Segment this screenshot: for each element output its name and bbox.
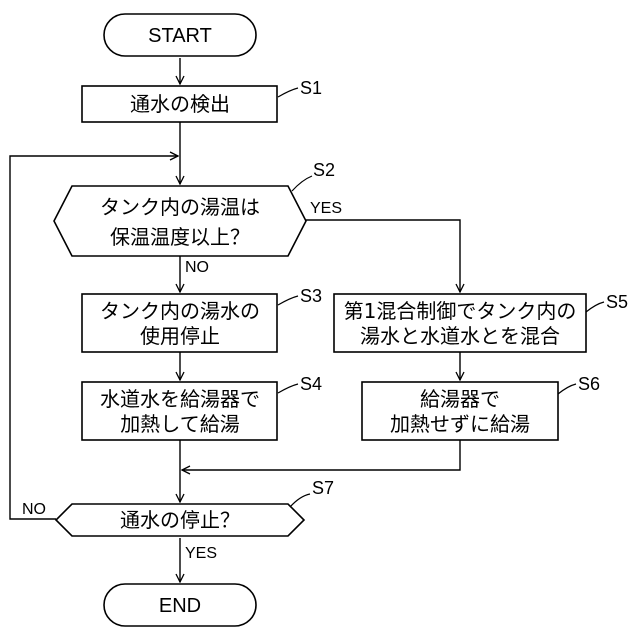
s7-leader [290, 494, 310, 507]
s6-leader [558, 384, 576, 394]
start-label: START [148, 25, 212, 47]
s2-text-line1: タンク内の湯温は [100, 195, 260, 219]
arrow-s6-merge [182, 440, 460, 470]
s4-leader [278, 384, 298, 393]
s5-text-line1: 第1混合制御でタンク内の [344, 299, 577, 323]
s4-text-line2: 加熱して給湯 [120, 412, 239, 436]
s5-leader [586, 302, 604, 312]
s2-text-line2: 保温温度以上？ [110, 225, 250, 249]
s7-no-label: NO [22, 501, 46, 518]
s6-text-line2: 加熱せずに給湯 [390, 412, 530, 436]
s5-step-label: S5 [606, 292, 628, 312]
s6-text-line1: 給湯器で [420, 387, 500, 411]
s3-text-line1: タンク内の湯水の [100, 299, 260, 323]
s2-step-label: S2 [313, 160, 335, 180]
s1-step-label: S1 [300, 78, 322, 98]
s4-step-label: S4 [300, 374, 322, 394]
s4-text-line1: 水道水を給湯器で [100, 387, 260, 411]
s7-text: 通水の停止？ [120, 508, 240, 532]
s3-leader [278, 296, 298, 305]
s2-yes-label: YES [310, 200, 342, 217]
s7-yes-label: YES [185, 545, 217, 562]
s3-text-line2: 使用停止 [140, 324, 220, 348]
s2-leader [292, 176, 312, 191]
s7-step-label: S7 [312, 478, 334, 498]
s3-step-label: S3 [300, 286, 322, 306]
arrow-s2-yes-to-s5 [306, 220, 460, 292]
s5-text-line2: 湯水と水道水とを混合 [360, 324, 560, 348]
s1-leader [278, 88, 298, 97]
s2-no-label: NO [185, 259, 209, 276]
s6-step-label: S6 [578, 374, 600, 394]
end-label: END [159, 595, 201, 617]
s1-text: 通水の検出 [130, 92, 230, 116]
